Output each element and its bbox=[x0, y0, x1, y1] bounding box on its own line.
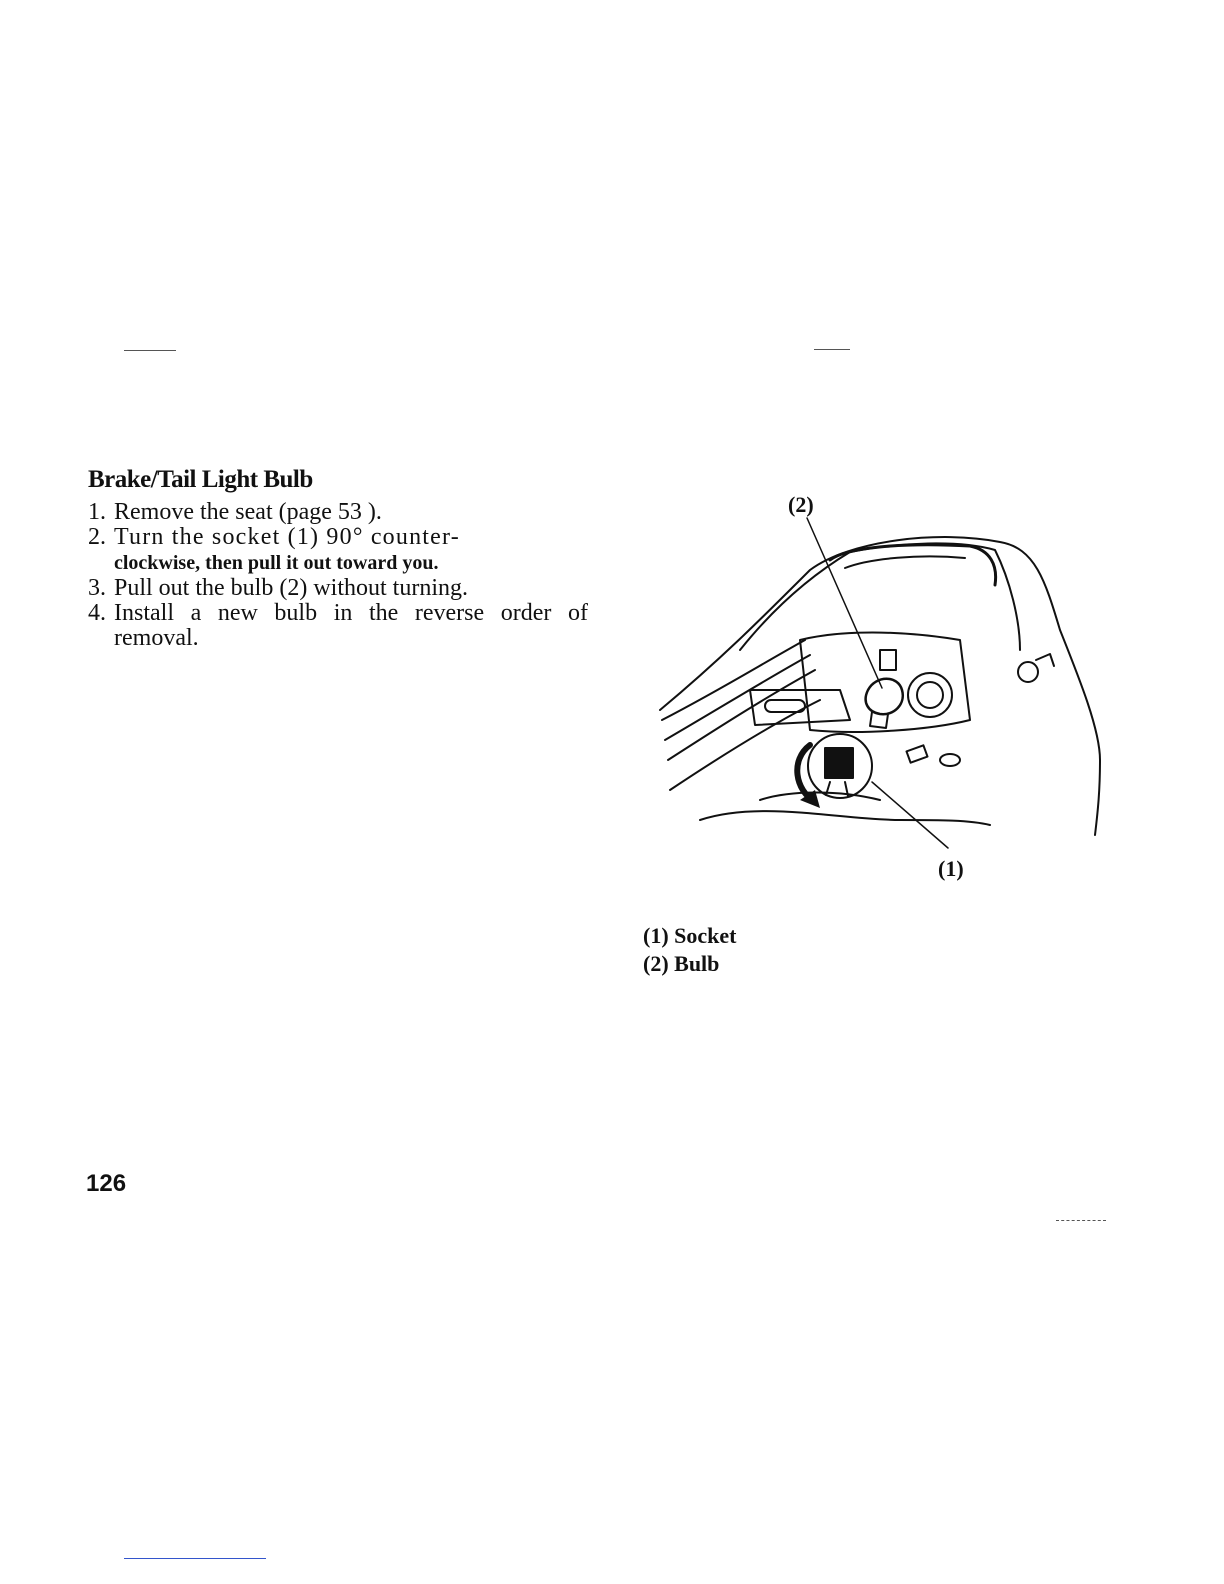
step-text: Pull out the bulb (2) without turning. bbox=[114, 575, 468, 601]
legend-item-socket: (1) Socket bbox=[643, 922, 736, 950]
compartment bbox=[800, 633, 970, 732]
callout-socket: (1) bbox=[938, 856, 964, 882]
socket-body bbox=[825, 748, 853, 778]
step-number: 3. bbox=[88, 576, 114, 601]
step-text-continued: clockwise, then pull it out toward you. bbox=[114, 552, 438, 574]
step-number: 1. bbox=[88, 500, 114, 525]
scan-artifact-line bbox=[1056, 1220, 1106, 1221]
step-number: 2. bbox=[88, 525, 114, 550]
step-item: 3.Pull out the bulb (2) without turning. bbox=[88, 576, 588, 601]
legend-item-bulb: (2) Bulb bbox=[643, 950, 736, 978]
side-bolt bbox=[1018, 662, 1038, 682]
small-bracket bbox=[906, 745, 927, 762]
scan-artifact-line bbox=[814, 349, 850, 350]
step-text: Remove the seat (page 53 ). bbox=[114, 499, 382, 525]
figure-legend: (1) Socket (2) Bulb bbox=[643, 922, 736, 978]
step-text: Install a new bulb in the reverse order … bbox=[114, 600, 588, 651]
step-item: 4.Install a new bulb in the reverse orde… bbox=[88, 601, 588, 651]
step-item: 1.Remove the seat (page 53 ). bbox=[88, 500, 588, 525]
grab-rail-inner bbox=[845, 556, 965, 568]
section-title: Brake/Tail Light Bulb bbox=[88, 466, 313, 494]
step-number: 4. bbox=[88, 601, 114, 626]
page-number: 126 bbox=[86, 1170, 126, 1198]
scan-artifact-line bbox=[124, 1558, 266, 1559]
step-text: Turn the socket (1) 90° counter- bbox=[114, 524, 460, 550]
tail-light-drawing bbox=[640, 490, 1120, 890]
bulb-shape bbox=[866, 679, 903, 714]
scan-artifact-line bbox=[124, 350, 176, 351]
frame-rail bbox=[665, 655, 810, 740]
frame-rail bbox=[662, 640, 805, 720]
leader-line-bulb bbox=[807, 518, 882, 688]
bulb-illustration: (2) (1) bbox=[640, 490, 1120, 890]
callout-bulb: (2) bbox=[788, 492, 814, 518]
instruction-steps: 1.Remove the seat (page 53 ). 2.Turn the… bbox=[88, 500, 588, 651]
leader-line-socket bbox=[872, 782, 948, 848]
step-item: 2.Turn the socket (1) 90° counter- clock… bbox=[88, 525, 588, 576]
lamp-housing bbox=[908, 673, 952, 717]
